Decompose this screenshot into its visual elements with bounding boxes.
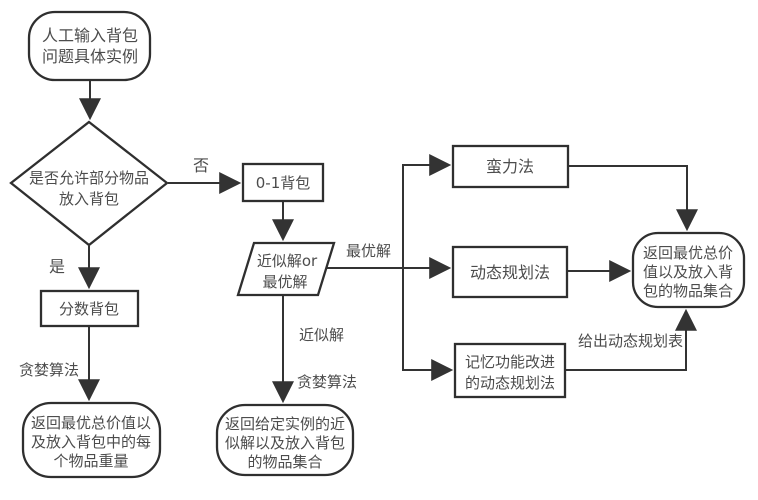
node-memoized-dp-line1: 记忆功能改进 <box>465 353 555 371</box>
node-return-optimal-line2: 值以及放入背 <box>643 263 733 281</box>
edge-label-no: 否 <box>193 156 209 175</box>
edge-brute-force-to-return-optimal <box>568 165 698 232</box>
node-return-approx: 返回给定实例的近 似解以及放入背包 的物品集合 <box>215 403 355 477</box>
node-dynamic-programming-label: 动态规划法 <box>470 263 550 282</box>
node-decision: 是否允许部分物品 放入背包 <box>9 120 169 247</box>
node-decision-line2: 放入背包 <box>59 190 119 208</box>
node-return-approx-line3: 的物品集合 <box>247 453 322 471</box>
node-return-weights-line3: 个物品重量 <box>53 452 128 470</box>
node-fractional-knapsack-label: 分数背包 <box>59 300 119 318</box>
node-return-approx-line1: 返回给定实例的近 <box>225 415 345 433</box>
node-memoized-dp: 记忆功能改进 的动态规划法 <box>453 342 567 399</box>
node-dynamic-programming-shape <box>451 245 569 299</box>
node-return-optimal-shape <box>631 231 746 309</box>
node-return-weights-shape <box>21 401 162 479</box>
node-return-optimal: 返回最优总价 值以及放入背 包的物品集合 <box>631 231 746 309</box>
edge-label-optimal-solution: 最优解 <box>346 242 391 260</box>
edge-labels: 否 是 最优解 近似解 贪婪算法 贪婪算法 给出动态规划表 <box>19 156 683 391</box>
edge-label-greedy-left: 贪婪算法 <box>19 361 79 379</box>
node-start: 人工输入背包 问题具体实例 <box>27 10 152 82</box>
node-return-weights-line2: 及放入背包中的每 <box>31 433 151 451</box>
node-memoized-dp-line2: 的动态规划法 <box>465 374 555 392</box>
node-knapsack01: 0-1背包 <box>241 162 325 203</box>
node-brute-force: 蛮力法 <box>451 144 570 189</box>
edge-label-approximate-solution: 近似解 <box>299 326 344 344</box>
edge-memoized-dp-to-return-optimal <box>565 308 697 371</box>
node-solution-type-shape <box>236 241 336 297</box>
node-solution-type: 近似解or 最优解 <box>236 241 336 297</box>
node-decision-line1: 是否允许部分物品 <box>29 169 149 187</box>
node-brute-force-label: 蛮力法 <box>486 157 534 176</box>
node-return-optimal-line1: 返回最优总价 <box>643 244 733 262</box>
edge-branch-to-brute-force <box>402 154 452 268</box>
edge-label-yes: 是 <box>49 257 65 276</box>
node-decision-shape <box>9 120 169 247</box>
edge-branch-to-memoized-dp <box>402 268 454 381</box>
node-knapsack01-label: 0-1背包 <box>256 174 311 192</box>
node-return-approx-line2: 似解以及放入背包 <box>225 434 345 452</box>
node-knapsack01-shape <box>241 162 325 203</box>
node-brute-force-shape <box>451 144 570 189</box>
node-return-weights-line1: 返回最优总价值以 <box>31 414 151 432</box>
node-solution-type-line1: 近似解or <box>257 252 318 270</box>
edge-label-greedy-middle: 贪婪算法 <box>297 373 357 391</box>
node-fractional-knapsack-shape <box>39 289 140 328</box>
node-return-optimal-line3: 包的物品集合 <box>643 282 733 300</box>
edges <box>78 80 698 404</box>
node-memoized-dp-shape <box>453 342 567 399</box>
node-dynamic-programming: 动态规划法 <box>451 245 569 299</box>
edge-label-dp-table: 给出动态规划表 <box>578 332 683 350</box>
node-start-shape <box>27 10 152 82</box>
node-fractional-knapsack: 分数背包 <box>39 289 140 328</box>
node-start-line2: 问题具体实例 <box>42 47 138 66</box>
node-return-weights: 返回最优总价值以 及放入背包中的每 个物品重量 <box>21 401 162 479</box>
node-solution-type-line2: 最优解 <box>262 273 307 291</box>
node-start-line1: 人工输入背包 <box>42 26 138 45</box>
node-return-approx-shape <box>215 403 355 477</box>
